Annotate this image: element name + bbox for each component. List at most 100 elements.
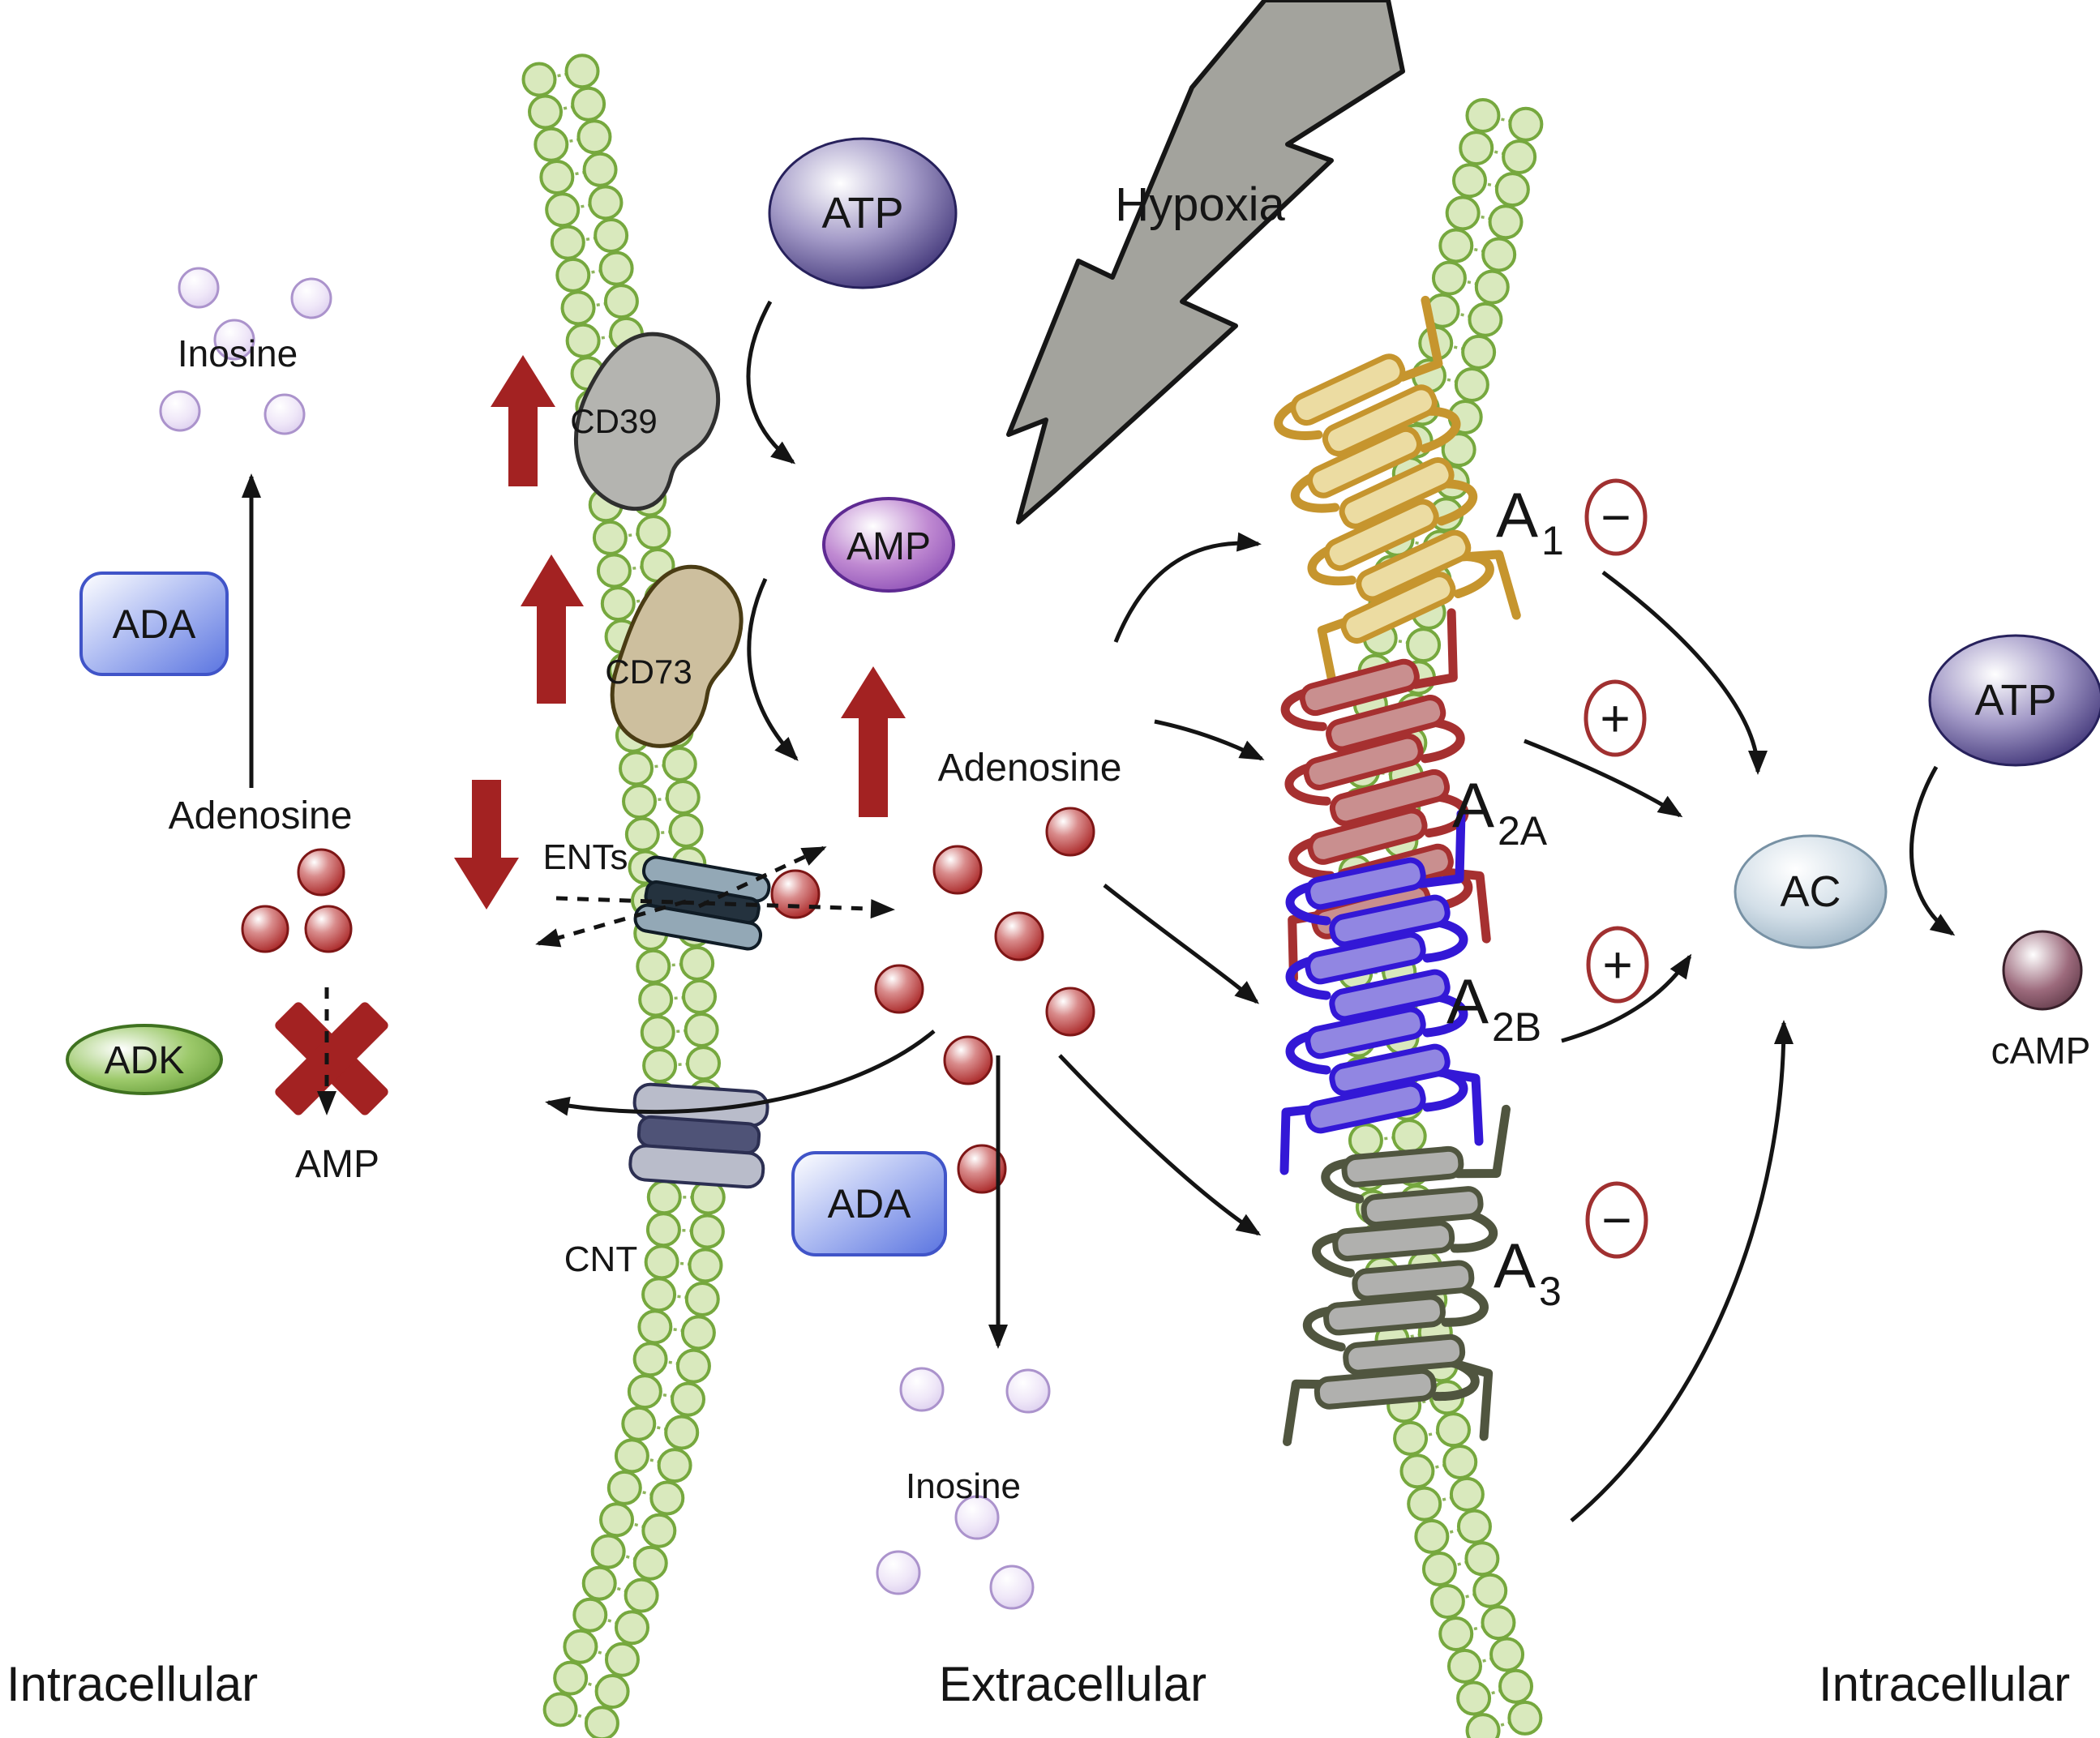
tm-helix [1329,969,1451,1022]
membrane-bead [668,812,704,848]
a1-sign: − [1601,488,1631,546]
membrane-bead [1456,1680,1492,1716]
membrane-bead [594,217,629,253]
region-label-intracellular-right: Intracellular [1819,1657,2070,1711]
a3-to-ac-arrow [1570,1020,1794,1522]
receptor-loops [1283,1104,1511,1446]
tm-helix [1305,1081,1426,1134]
membrane-bead [1429,1584,1465,1620]
membrane-bead [622,784,658,820]
membrane-bead [657,1448,692,1483]
region-label-intracellular-left: Intracellular [6,1657,258,1711]
tm-helix [1356,529,1472,602]
membrane-bead [564,54,600,89]
membrane-bead [684,1012,719,1047]
a1-label-main: A [1496,479,1538,550]
membrane-bead [649,1480,685,1516]
cd39-up-arrow [491,355,555,486]
tm-helix [1307,426,1423,499]
membrane-bead [636,515,671,550]
inosine-molecule [264,393,306,435]
membrane-bead [645,1212,681,1248]
membrane-bead [1348,1123,1383,1158]
membrane-bead [1498,1668,1534,1704]
membrane-bead [1407,1486,1442,1522]
adenosine-molecule [297,848,345,897]
tm-helix [1339,456,1455,529]
membrane-bead [590,1534,626,1569]
adenosine-molecule [1045,987,1095,1037]
membrane-bead [679,945,715,981]
region-label-extracellular: Extracellular [939,1657,1206,1711]
a2b-plus-badge [1586,926,1649,1004]
membrane-bead [600,586,636,622]
membrane-bead [642,1047,678,1083]
membrane-bead [1442,1445,1478,1480]
membrane-bead [528,94,564,130]
cd73-enzyme [610,564,744,748]
adenosine-to-a1-arrow [1113,532,1262,643]
membrane-bead [632,1342,668,1377]
cd73-label: CD73 [605,653,692,691]
inosine-molecule [159,390,201,432]
membrane-bead [1468,302,1503,337]
amp-extracellular-blob [822,497,955,593]
ents-down-arrow [454,780,519,910]
membrane-bead [1454,366,1489,402]
membrane-bead [521,62,557,97]
membrane-bead [682,978,718,1014]
atp-intracellular-blob [1928,634,2100,767]
ac-label: AC [1780,867,1841,916]
membrane-bead [555,257,591,293]
membrane-bead [641,1277,677,1312]
membrane-bead [619,751,654,786]
tm-helix [1329,768,1451,827]
adenosine-to-a2a-arrow [1154,719,1265,761]
membrane-bead [671,1381,706,1417]
membrane-bead [588,185,624,220]
membrane-bead [1502,139,1537,174]
membrane-bead [1431,260,1467,296]
a1-label-sub: 1 [1541,518,1564,563]
cnt-transporter [628,1082,769,1189]
tm-helix [1290,353,1406,426]
membrane-bead [621,1406,657,1441]
ada-intracellular-box [79,571,229,676]
membrane-bead [1438,228,1474,263]
membrane-bead [684,1281,720,1316]
inosine-molecule [899,1367,945,1412]
atp-extracellular-blob [768,137,958,289]
membrane-bead [542,1692,578,1727]
membrane-bead [606,1470,642,1505]
membrane-bead [1508,106,1544,142]
inosine-extracellular-label: Inosine [906,1466,1021,1506]
membrane-bead [632,1545,668,1581]
membrane-bead [1474,269,1510,305]
tm-helix [1341,1145,1464,1188]
a2a-label-sub: 2A [1498,808,1548,854]
cd39-enzyme [573,332,721,512]
inosine-molecule [213,319,255,361]
membrane-bead [565,323,601,358]
atp-to-camp-arrow [1909,765,1956,936]
tm-helix [1329,894,1451,948]
membrane-bead [644,1244,679,1280]
a2b-label-main: A [1446,965,1489,1037]
tm-helix [1340,571,1456,644]
a2a-plus-badge [1584,679,1647,757]
adenosine-molecule [304,905,353,953]
tm-helix [1361,1186,1484,1228]
tm-helix [1343,1333,1466,1376]
adenosine-intracellular-label: Adenosine [169,794,353,837]
membrane-bead [604,1642,640,1677]
membrane-bead [689,1214,725,1249]
membrane-bead [1449,1476,1485,1512]
membrane-bead [1488,204,1524,240]
atp-to-amp-arrow [746,300,796,464]
membrane-bead [603,284,639,319]
membrane-bead [1391,1119,1427,1154]
adenosine-to-a3-arrow [1058,1054,1262,1236]
membrane-bead [582,152,618,187]
tm-helix [1314,1368,1437,1410]
adenosine-up-arrow [841,666,906,817]
